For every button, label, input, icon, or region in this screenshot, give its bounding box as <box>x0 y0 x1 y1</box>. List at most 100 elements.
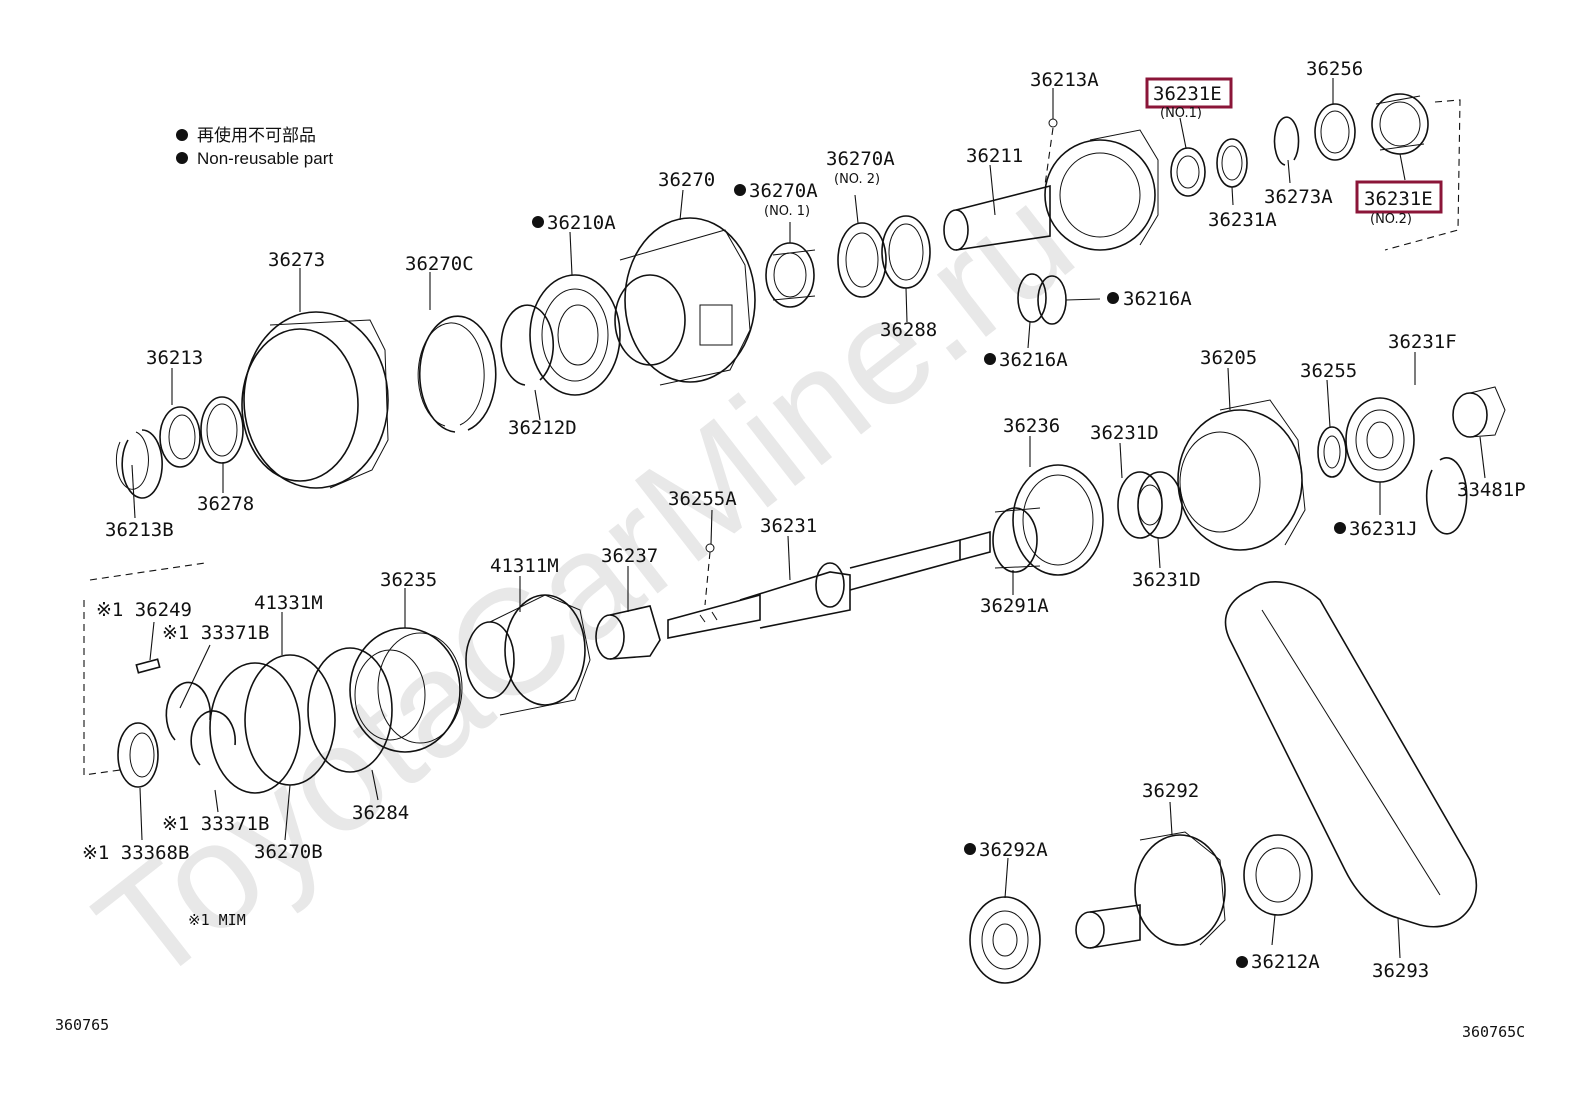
label-36210A: 36210A <box>547 212 616 234</box>
label-36288: 36288 <box>880 319 937 341</box>
part-36270C-snap-ring <box>417 315 497 433</box>
legend-dot-icon <box>176 152 188 164</box>
label-36236: 36236 <box>1003 415 1060 437</box>
part-36213B-snap-ring <box>115 429 163 499</box>
part-36256-washer <box>1314 103 1356 161</box>
label-36213A: 36213A <box>1030 69 1099 91</box>
label-36255: 36255 <box>1300 360 1357 382</box>
label-36231J: 36231J <box>1349 518 1418 540</box>
part-36293-chain <box>1224 581 1478 928</box>
label-41311M: 41311M <box>490 555 559 577</box>
label-36231E-no2-sub: (NO.2) <box>1370 212 1412 227</box>
label-36249: ※1 36249 <box>96 599 192 621</box>
part-36270A-no2-washer <box>837 222 887 298</box>
label-36213B: 36213B <box>105 519 174 541</box>
legend-english: Non-reusable part <box>197 149 333 168</box>
part-36237-bushing <box>595 605 661 660</box>
label-36270A-no2-sub: (NO. 2) <box>834 172 880 187</box>
part-36212D-snap-ring <box>500 304 555 386</box>
label-36216A-right: 36216A <box>1123 288 1192 310</box>
label-36211: 36211 <box>966 145 1023 167</box>
part-36231J-bearing <box>1345 397 1415 483</box>
part-33368B-hub <box>117 722 159 788</box>
nonreusable-dot-icon <box>984 353 996 365</box>
part-41331M-ring <box>209 662 301 794</box>
label-33481P: 33481P <box>1457 479 1526 501</box>
label-36270A-no1-sub: (NO. 1) <box>764 204 810 219</box>
label-36231E-no1-sub: (NO.1) <box>1160 106 1202 121</box>
label-36212A: 36212A <box>1251 951 1320 973</box>
label-36270A-no1: 36270A <box>749 180 818 202</box>
label-36231: 36231 <box>760 515 817 537</box>
leader-lines <box>131 78 1486 959</box>
diagram-code-left: 360765 <box>55 1016 109 1034</box>
part-36205-sprocket <box>1177 399 1306 551</box>
part-36231F-snap-ring <box>1425 457 1468 535</box>
nonreusable-dot-icon <box>734 184 746 196</box>
part-33371B-springs <box>165 681 236 766</box>
part-36212A-bearing <box>1243 834 1313 916</box>
label-36237: 36237 <box>601 545 658 567</box>
label-36270A-no2: 36270A <box>826 148 895 170</box>
label-36231D-bottom: 36231D <box>1132 569 1201 591</box>
label-33371B-top: ※1 33371B <box>162 622 269 644</box>
part-41311M-gear <box>465 594 591 716</box>
label-36284: 36284 <box>352 802 409 824</box>
label-36231F: 36231F <box>1388 331 1457 353</box>
label-36231D-top: 36231D <box>1090 422 1159 444</box>
label-36231A: 36231A <box>1208 209 1277 231</box>
label-36231E-no2: 36231E <box>1364 188 1433 210</box>
diagram-code-right: 360765C <box>1462 1023 1525 1041</box>
nonreusable-dot-icon <box>1334 522 1346 534</box>
part-36231E-no2-bearing <box>1371 93 1429 155</box>
part-36236-drum <box>1012 464 1104 576</box>
part-36231A-washer <box>1216 138 1248 188</box>
highlight-36231E-no2 <box>1355 180 1443 214</box>
label-36270C: 36270C <box>405 253 474 275</box>
label-36213: 36213 <box>146 347 203 369</box>
label-33368B: ※1 33368B <box>82 842 189 864</box>
nonreusable-dot-icon <box>1107 292 1119 304</box>
legend: 再使用不可部品 Non-reusable part <box>176 125 333 168</box>
part-36231-output-shaft <box>667 530 991 639</box>
label-33371B-bottom: ※1 33371B <box>162 813 269 835</box>
part-33481P-bushing <box>1452 386 1506 438</box>
part-36210A-bearing <box>529 274 621 396</box>
part-36284-ring <box>307 647 393 773</box>
label-36292: 36292 <box>1142 780 1199 802</box>
legend-dot-icon <box>176 129 188 141</box>
part-36270-planetary-carrier <box>614 217 756 386</box>
part-36291A-needle-bearing <box>992 507 1041 573</box>
part-36213-ring <box>159 406 201 468</box>
nonreusable-dot-icon <box>964 843 976 855</box>
label-36205: 36205 <box>1200 347 1257 369</box>
label-36231E-no1: 36231E <box>1153 83 1222 105</box>
mim-bracket-top <box>89 562 206 581</box>
label-36270B: 36270B <box>254 841 323 863</box>
label-36292A: 36292A <box>979 839 1048 861</box>
highlight-36231E-no1 <box>1145 77 1233 109</box>
label-36291A: 36291A <box>980 595 1049 617</box>
label-36273A: 36273A <box>1264 186 1333 208</box>
part-36270A-no1-bearing <box>765 242 816 308</box>
label-36293: 36293 <box>1372 960 1429 982</box>
nonreusable-dot-icon <box>1236 956 1248 968</box>
legend-japanese: 再使用不可部品 <box>197 125 316 145</box>
mim-note: ※1 MIM <box>188 911 246 929</box>
label-36235: 36235 <box>380 569 437 591</box>
part-labels: 36213A 36231E (NO.1) 36256 36231E (NO.2)… <box>82 58 1526 982</box>
part-36292A-bearing <box>969 896 1041 984</box>
part-36211-shaft <box>943 129 1159 251</box>
label-36270: 36270 <box>658 169 715 191</box>
label-36278: 36278 <box>197 493 254 515</box>
label-36256: 36256 <box>1306 58 1363 80</box>
label-36216A-left: 36216A <box>999 349 1068 371</box>
label-41331M: 41331M <box>254 592 323 614</box>
part-36273-ring-gear <box>241 311 389 489</box>
mim-bracket-side <box>83 600 121 776</box>
part-36273A-snap-ring <box>1273 116 1300 166</box>
nonreusable-dot-icon <box>532 216 544 228</box>
label-36273: 36273 <box>268 249 325 271</box>
part-36249-key <box>135 658 161 674</box>
part-36292-driven-sprocket <box>1075 831 1226 949</box>
